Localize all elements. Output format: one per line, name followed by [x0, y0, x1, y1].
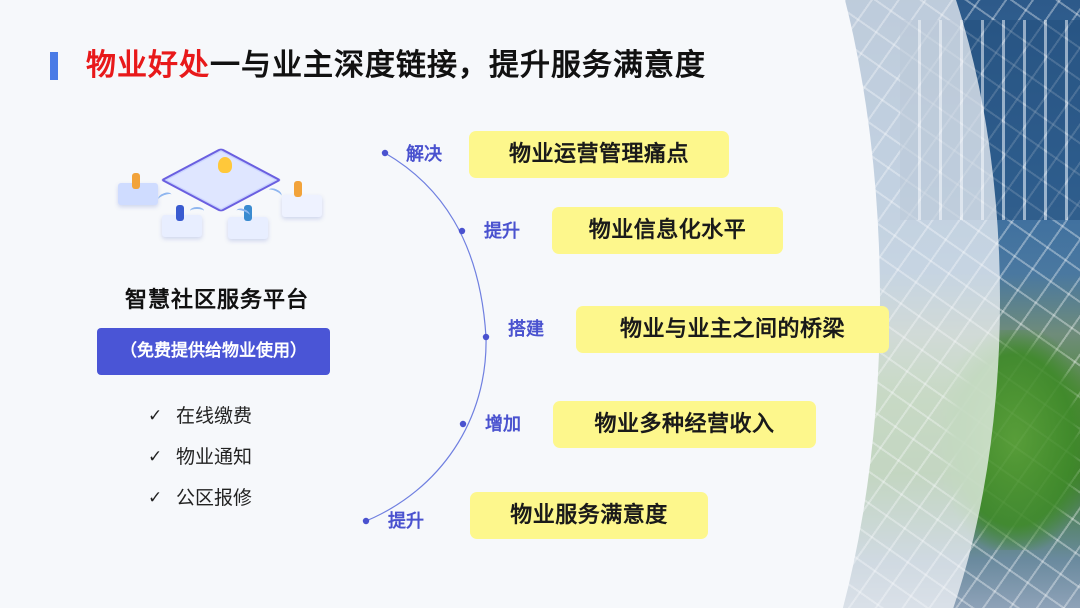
title-accent-bar: [50, 52, 58, 80]
illustration-tile: [228, 217, 268, 239]
arc-dot: [362, 517, 370, 525]
feature-label: 物业通知: [176, 445, 253, 468]
benefit-pill: 物业信息化水平: [552, 207, 783, 254]
benefit-verb: 提升: [388, 511, 424, 532]
benefit-pill: 物业多种经营收入: [553, 401, 816, 448]
free-badge: （免费提供给物业使用）: [97, 328, 330, 375]
arrow-icon: [266, 186, 284, 200]
illustration-tile: [162, 215, 202, 237]
feature-list: ✓ 在线缴费 ✓ 物业通知 ✓ 公区报修: [148, 395, 252, 518]
benefit-pill: 物业运营管理痛点: [469, 131, 729, 178]
arrow-icon: [190, 207, 204, 215]
check-icon: ✓: [148, 446, 163, 467]
illustration-tile: [118, 183, 158, 205]
benefit-verb: 提升: [484, 221, 520, 242]
check-icon: ✓: [148, 405, 163, 426]
illustration-tile: [282, 195, 322, 217]
benefit-pill: 物业与业主之间的桥梁: [576, 306, 889, 353]
lightbulb-icon: [218, 157, 232, 173]
platform-title: 智慧社区服务平台: [124, 288, 309, 313]
title-rest: 一与业主深度链接，提升服务满意度: [210, 48, 706, 83]
check-icon: ✓: [148, 487, 163, 508]
feature-label: 在线缴费: [176, 404, 253, 427]
person-icon: [294, 181, 302, 197]
feature-item: ✓ 公区报修: [148, 477, 252, 518]
page-title: 物业好处一与业主深度链接，提升服务满意度: [86, 44, 706, 88]
arrow-icon: [157, 190, 173, 204]
feature-label: 公区报修: [176, 486, 253, 509]
person-icon: [176, 205, 184, 221]
benefit-verb: 搭建: [508, 319, 544, 340]
person-icon: [244, 205, 252, 221]
title-highlight: 物业好处: [86, 48, 210, 83]
feature-item: ✓ 在线缴费: [148, 395, 252, 436]
person-icon: [132, 173, 140, 189]
smart-community-illustration: [110, 145, 330, 245]
feature-item: ✓ 物业通知: [148, 436, 252, 477]
arc-dot: [381, 149, 389, 157]
benefit-pill: 物业服务满意度: [470, 492, 708, 539]
benefit-verb: 增加: [485, 414, 521, 435]
benefit-verb: 解决: [406, 144, 442, 165]
